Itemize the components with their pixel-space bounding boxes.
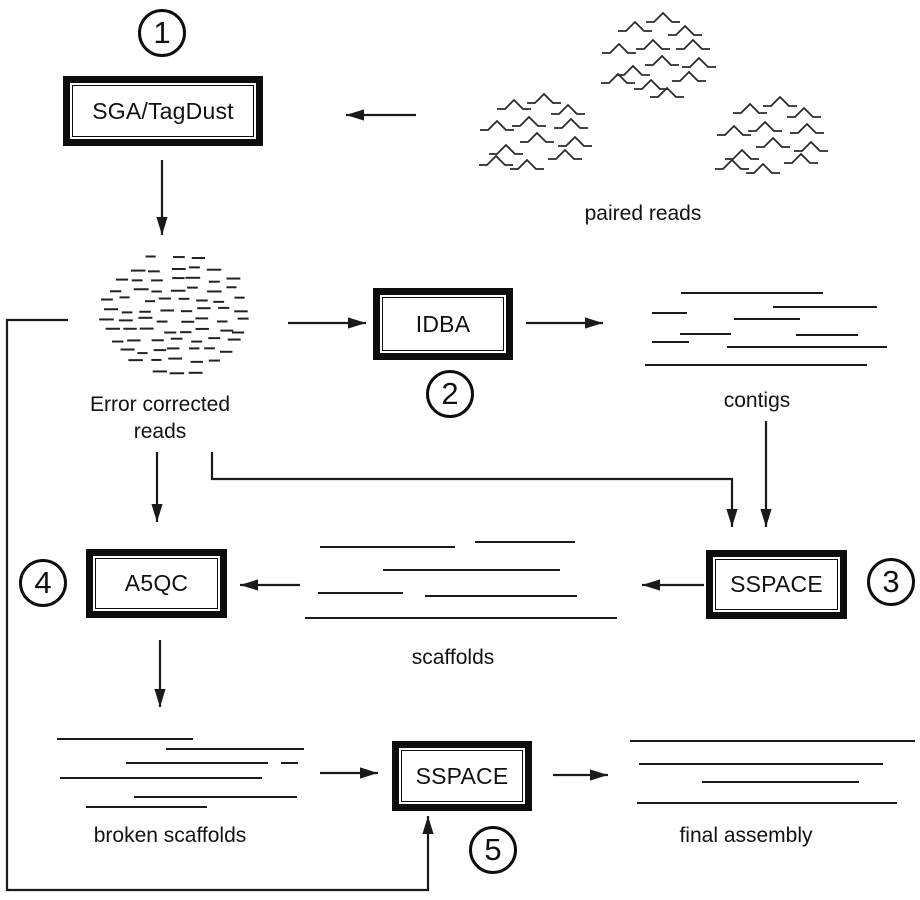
label-error-corrected-reads: Error corrected reads [89,393,231,443]
process-box-sga-tagdust: SGA/TagDust [63,76,263,146]
process-box-sspace-scaffolding: SSPACE [706,550,847,619]
step-number-1: 1 [138,9,186,57]
step-number-4: 4 [19,559,67,607]
process-box-label: SSPACE [415,762,509,789]
process-box-a5qc: A5QC [86,549,227,618]
label-paired-reads: paired reads [584,202,702,225]
process-box-idba: IDBA [373,288,513,360]
process-box-label: SSPACE [730,571,823,597]
step-number-5: 5 [469,826,517,874]
step-number-3: 3 [867,558,915,606]
label-final-assembly: final assembly [679,824,813,847]
label-contigs: contigs [723,389,791,412]
step-number-2: 2 [426,370,474,418]
label-broken-scaffolds: broken scaffolds [93,824,247,847]
process-box-label: A5QC [124,570,189,596]
process-box-label: SGA/TagDust [92,97,234,124]
label-scaffolds: scaffolds [411,646,495,669]
process-box-label: IDBA [415,310,471,337]
process-box-sspace-rescaffolding: SSPACE [392,741,532,811]
